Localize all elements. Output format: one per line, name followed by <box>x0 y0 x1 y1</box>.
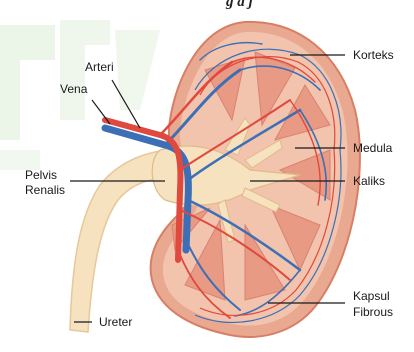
label-arteri: Arteri <box>85 60 114 74</box>
label-pelvis-line1: Pelvis <box>25 168 57 182</box>
label-kapsul-line1: Kapsul <box>353 289 390 303</box>
label-vena: Vena <box>60 82 87 96</box>
label-pelvis-line2: Renalis <box>25 183 65 197</box>
label-korteks: Korteks <box>353 48 394 62</box>
label-kapsul-line2: Fibrous <box>353 305 393 319</box>
label-ureter: Ureter <box>99 315 132 329</box>
label-kaliks: Kaliks <box>353 174 385 188</box>
cropped-heading-fragment: g a j <box>226 0 253 11</box>
label-medula: Medula <box>353 141 392 155</box>
